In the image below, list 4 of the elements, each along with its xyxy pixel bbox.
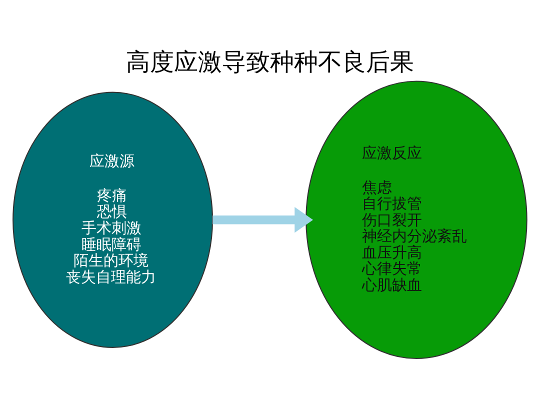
diagram-title: 高度应激导致种种不良后果 bbox=[126, 48, 414, 76]
node-ellipse: 应激反应 焦虑 自行拔管 伤口裂开 神经内分泌紊乱 血压升高 心律失常 心肌缺血 bbox=[306, 80, 528, 360]
node-ellipse: 应激源 疼痛 恐惧 手术刺激 睡眠障碍 陌生的环境 丧失自理能力 bbox=[12, 92, 214, 348]
arrow bbox=[212, 206, 314, 233]
